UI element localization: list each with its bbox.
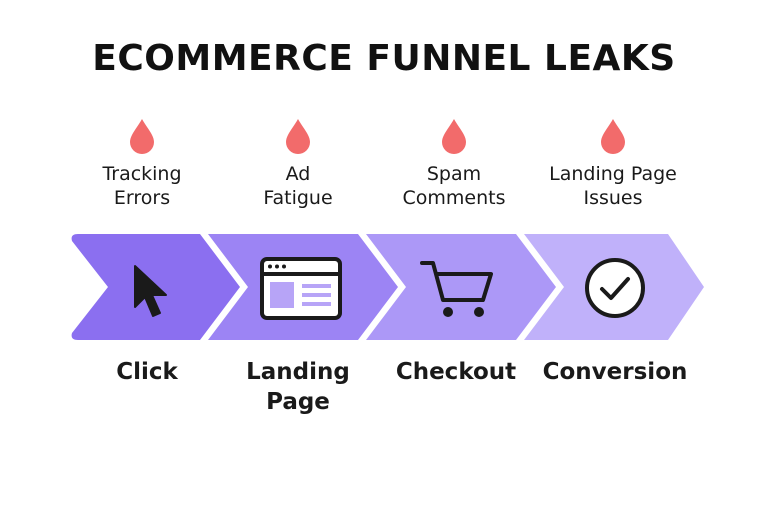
shopping-cart-icon: [420, 261, 493, 317]
water-drop-icon: [130, 119, 154, 154]
leak-label: Tracking Errors: [102, 163, 182, 209]
stage-label-checkout: Checkout: [395, 359, 517, 385]
leak-landing-page-issues: Landing Page Issues: [533, 118, 693, 210]
leak-ad-fatigue: Ad Fatigue: [218, 118, 378, 210]
stage-label-conversion: Conversion: [542, 359, 688, 385]
check-circle-icon: [585, 258, 645, 318]
leak-spam-comments: Spam Comments: [374, 118, 534, 210]
water-drop-icon: [601, 119, 625, 154]
stage-label-click: Click: [116, 359, 178, 385]
funnel-stage-checkout: [366, 234, 556, 340]
cursor-icon: [134, 265, 167, 317]
water-drop-icon: [442, 119, 466, 154]
stage-label-landing-page: Landing Page: [246, 359, 350, 415]
leak-label: Landing Page Issues: [549, 163, 677, 209]
browser-window-icon: [260, 257, 342, 320]
page-title: ECOMMERCE FUNNEL LEAKS: [92, 38, 676, 79]
leak-tracking-errors: Tracking Errors: [62, 118, 222, 210]
leak-label: Ad Fatigue: [263, 163, 333, 209]
water-drop-icon: [286, 119, 310, 154]
leak-label: Spam Comments: [402, 163, 506, 209]
